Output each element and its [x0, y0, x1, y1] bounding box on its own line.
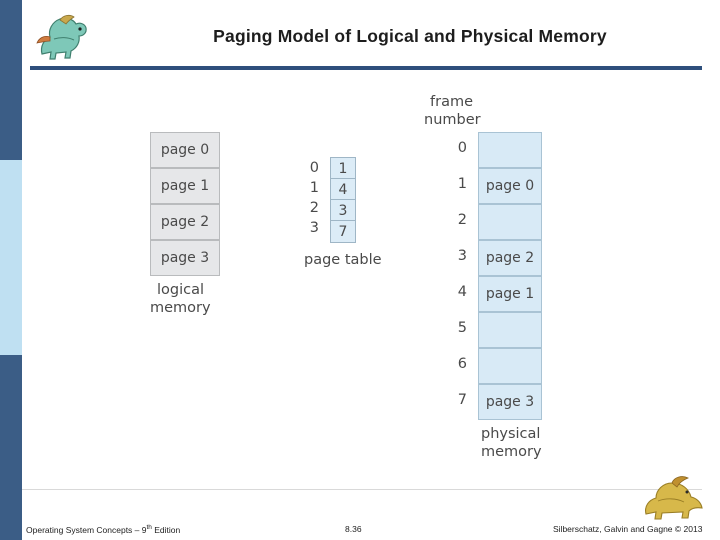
footer-dinosaur-icon	[645, 476, 703, 520]
page-table-value-1: 4	[330, 178, 356, 201]
footer-slide-number: 8.36	[345, 524, 362, 534]
logical-page-2: page 2	[150, 204, 220, 240]
frame-index-1: 1	[457, 176, 467, 192]
band-segment-top	[0, 0, 22, 160]
band-segment-bottom	[0, 355, 22, 540]
logical-memory-caption-line1: logical	[157, 282, 205, 298]
logical-page-3: page 3	[150, 240, 220, 276]
frame-cell-0	[478, 132, 542, 168]
frame-index-2: 2	[457, 212, 467, 228]
logical-page-1: page 1	[150, 168, 220, 204]
dinosaur-logo-icon	[36, 14, 87, 60]
band-segment-middle	[0, 160, 22, 355]
left-accent-band	[0, 0, 22, 540]
frame-index-4: 4	[457, 284, 467, 300]
footer-left-tail: Edition	[151, 524, 181, 535]
frame-number-header-line1: frame	[430, 94, 473, 110]
frame-cell-1: page 0	[478, 168, 542, 204]
frame-index-0: 0	[457, 140, 467, 156]
page-title: Paging Model of Logical and Physical Mem…	[213, 26, 607, 46]
frame-number-header-line2: number	[424, 112, 481, 128]
page-table-value-0: 1	[330, 157, 356, 180]
logical-memory-caption-line2: memory	[150, 300, 211, 316]
footer-left-superscript: th	[146, 524, 152, 531]
page-table-index-2: 2	[309, 200, 319, 216]
frame-index-3: 3	[457, 248, 467, 264]
page-table-caption: page table	[304, 252, 382, 268]
frame-cell-6	[478, 348, 542, 384]
page-table-value-3: 7	[330, 220, 356, 243]
paging-model-figure: page 0 page 1 page 2 page 3 logical memo…	[0, 80, 720, 480]
logical-page-0: page 0	[150, 132, 220, 168]
frame-index-5: 5	[457, 320, 467, 336]
physical-memory-caption-line2: memory	[481, 444, 542, 460]
footer-copyright: Silberschatz, Galvin and Gagne © 2013	[553, 524, 703, 534]
frame-cell-4: page 1	[478, 276, 542, 312]
frame-index-6: 6	[457, 356, 467, 372]
page-table-index-3: 3	[309, 220, 319, 236]
frame-cell-2	[478, 204, 542, 240]
physical-memory-caption-line1: physical	[481, 426, 541, 442]
footer-divider	[22, 489, 702, 490]
footer-left-text: Operating System Concepts – 9th Edition	[26, 524, 180, 535]
frame-cell-3: page 2	[478, 240, 542, 276]
page-table-value-2: 3	[330, 199, 356, 222]
frame-cell-7: page 3	[478, 384, 542, 420]
page-table-index-1: 1	[309, 180, 319, 196]
page-table-index-0: 0	[309, 160, 319, 176]
frame-cell-5	[478, 312, 542, 348]
footer-left-main: Operating System Concepts – 9	[26, 524, 147, 535]
frame-index-7: 7	[457, 392, 467, 408]
title-underline	[30, 66, 702, 70]
